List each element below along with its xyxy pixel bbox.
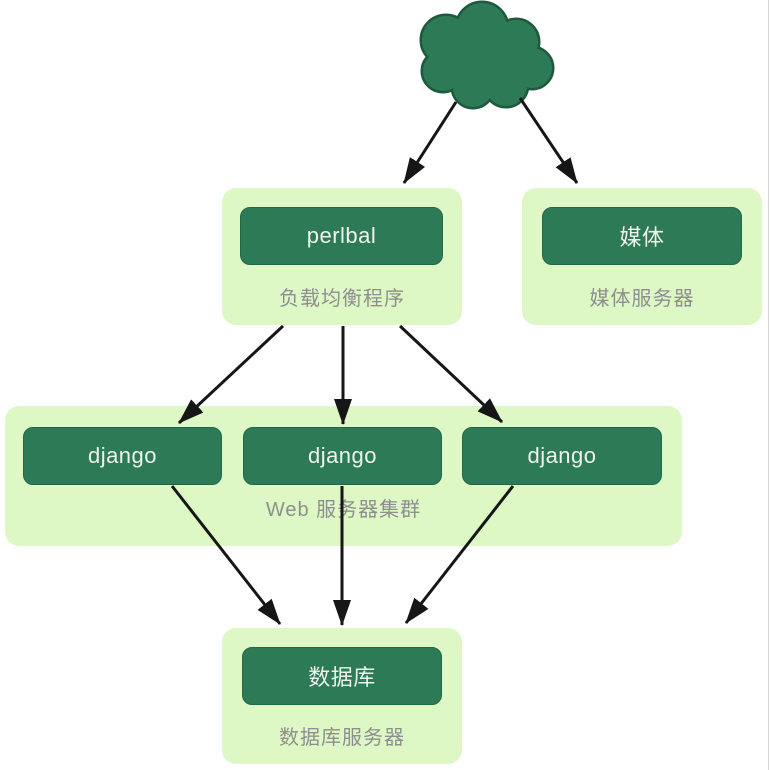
database-server-caption: 数据库服务器: [279, 727, 405, 749]
load-balancer-caption: 负载均衡程序: [279, 288, 405, 310]
group-web-cluster: django django django Web 服务器集群: [5, 406, 682, 546]
internet-cloud-icon: [419, 0, 555, 110]
node-django-1: django: [23, 427, 222, 485]
node-django-1-label: django: [87, 443, 158, 468]
node-perlbal-label: perlbal: [306, 223, 377, 248]
node-django-3-label: django: [527, 443, 597, 468]
node-django-2-label: django: [307, 443, 378, 468]
window-edge: [768, 0, 769, 770]
media-server-caption: 媒体服务器: [589, 288, 695, 310]
group-database-server: 数据库 数据库服务器: [222, 628, 462, 764]
node-perlbal: perlbal: [240, 207, 443, 265]
group-media-server: 媒体 媒体服务器: [522, 188, 762, 325]
web-cluster-caption: Web 服务器集群: [265, 499, 422, 521]
node-django-3: django: [462, 427, 662, 485]
group-load-balancer: perlbal 负载均衡程序: [222, 188, 462, 325]
node-django-2: django: [243, 427, 442, 485]
node-media: 媒体: [542, 207, 742, 265]
node-media-label: 媒体: [619, 225, 665, 250]
node-database: 数据库: [242, 647, 442, 705]
node-database-label: 数据库: [308, 665, 376, 690]
